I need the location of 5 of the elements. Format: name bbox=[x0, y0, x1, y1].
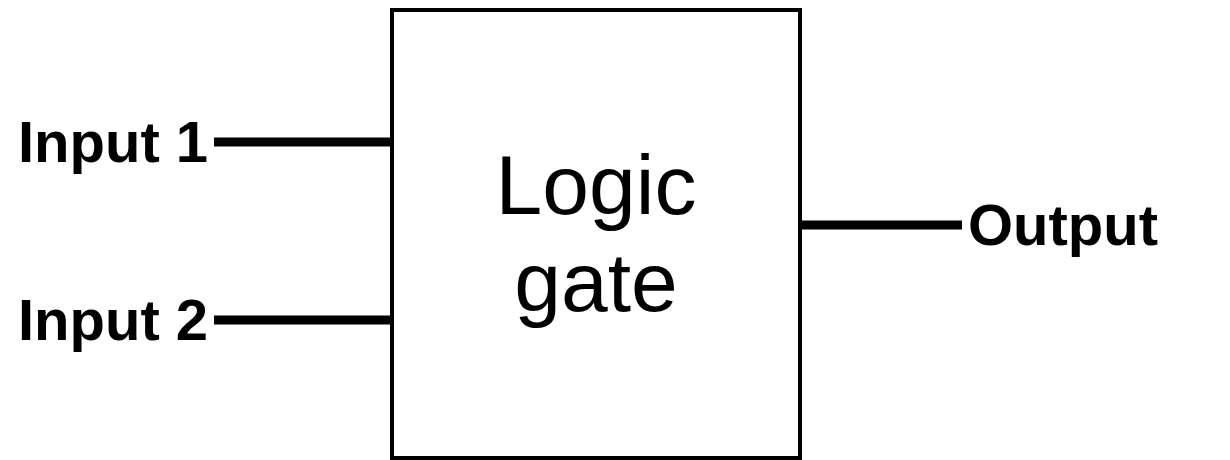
connector-line bbox=[802, 220, 962, 230]
connector-line bbox=[214, 137, 390, 147]
gate-label: Logic gate bbox=[494, 137, 698, 331]
gate-box bbox=[390, 8, 802, 460]
connector-line bbox=[214, 315, 390, 325]
